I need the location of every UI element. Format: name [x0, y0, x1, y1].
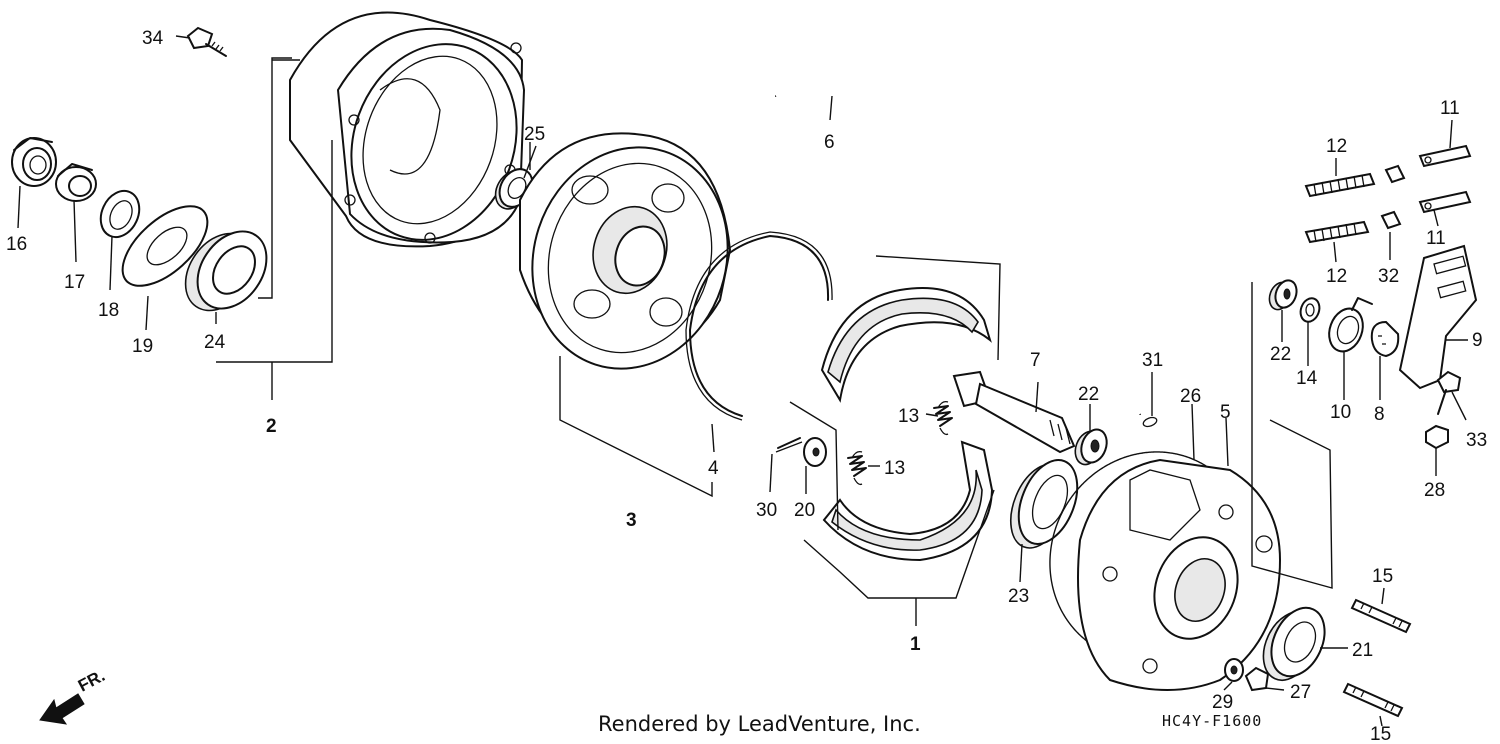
callout-12-upper[interactable]: 12 — [1326, 136, 1347, 157]
part-12-spring-lower[interactable] — [1304, 220, 1370, 244]
callout-34[interactable]: 34 — [142, 28, 164, 49]
callout-33[interactable]: 33 — [1466, 430, 1487, 451]
callout-9[interactable]: 9 — [1472, 330, 1483, 351]
part-34-bolt[interactable] — [186, 26, 227, 57]
part-14-ring[interactable] — [1297, 296, 1322, 325]
callout-15-upper[interactable]: 15 — [1372, 566, 1393, 587]
callout-12-lower[interactable]: 12 — [1326, 266, 1347, 287]
part-18-washer[interactable] — [94, 185, 147, 244]
part-3-hub[interactable] — [504, 122, 756, 394]
part-15-stud-lower[interactable] — [1342, 682, 1404, 718]
callout-26[interactable]: 26 — [1180, 386, 1201, 407]
part-13-spring-lower[interactable] — [847, 450, 867, 486]
part-8-wear-indicator[interactable] — [1370, 320, 1400, 358]
callout-32[interactable]: 32 — [1378, 266, 1399, 287]
callouts: 1 2 3 4 5 6 7 8 9 10 11 11 12 12 13 13 1… — [6, 28, 1487, 744]
leader-lines — [17, 35, 1468, 727]
callout-10[interactable]: 10 — [1330, 402, 1351, 423]
part-19-flat-washer[interactable] — [109, 192, 221, 300]
callout-16[interactable]: 16 — [6, 234, 27, 255]
part-11-pin-upper[interactable] — [1418, 144, 1472, 168]
part-30-pin[interactable] — [775, 437, 803, 453]
callout-6[interactable]: 6 — [824, 132, 835, 153]
callout-11-lower[interactable]: 11 — [1426, 228, 1446, 249]
callout-5[interactable]: 5 — [1220, 402, 1231, 423]
part-31-clip[interactable] — [1142, 416, 1158, 428]
part-33-bolt[interactable] — [1436, 370, 1462, 415]
callout-27[interactable]: 27 — [1290, 682, 1311, 703]
part-27-bolt[interactable] — [1244, 666, 1270, 692]
callout-14[interactable]: 14 — [1296, 368, 1318, 389]
drawing-code: HC4Y-F1600 — [1162, 712, 1263, 730]
part-16-nut[interactable] — [11, 137, 57, 187]
front-direction-label: FR. — [75, 666, 108, 696]
part-2-brake-drum[interactable] — [289, 11, 543, 264]
callout-28[interactable]: 28 — [1424, 480, 1445, 501]
callout-31[interactable]: 31 — [1142, 350, 1163, 371]
credit-text: Rendered by LeadVenture, Inc. — [598, 712, 921, 736]
part-11-pin-lower[interactable] — [1418, 190, 1472, 214]
callout-25[interactable]: 25 — [524, 124, 545, 145]
part-17-collar-nut[interactable] — [55, 163, 97, 202]
part-20-washer[interactable] — [803, 437, 827, 467]
part-5-brake-panel[interactable] — [1077, 458, 1282, 691]
callout-13-upper[interactable]: 13 — [898, 406, 919, 427]
part-15-stud-upper[interactable] — [1350, 598, 1412, 634]
part-bushing-upper[interactable] — [1384, 164, 1406, 184]
callout-20[interactable]: 20 — [794, 500, 815, 521]
part-28-nut[interactable] — [1425, 424, 1449, 450]
callout-22-mid[interactable]: 22 — [1078, 384, 1099, 405]
callout-2[interactable]: 2 — [266, 416, 277, 437]
part-23-oil-seal[interactable] — [999, 451, 1088, 556]
part-32-bushing[interactable] — [1380, 210, 1402, 230]
part-9-brake-arm[interactable] — [1398, 244, 1478, 390]
part-22-seal-shaft[interactable] — [1071, 426, 1111, 468]
part-21-seal[interactable] — [1253, 599, 1335, 689]
callout-30[interactable]: 30 — [756, 500, 777, 521]
part-1-brake-shoe-lower[interactable] — [822, 440, 994, 562]
callout-11-upper[interactable]: 11 — [1440, 98, 1460, 119]
callout-19[interactable]: 19 — [132, 336, 153, 357]
callout-8[interactable]: 8 — [1374, 404, 1385, 425]
callout-21[interactable]: 21 — [1352, 640, 1373, 661]
part-4-wire-ring[interactable] — [685, 231, 833, 421]
part-22-seal-right[interactable] — [1266, 277, 1300, 312]
callout-18[interactable]: 18 — [98, 300, 119, 321]
callout-23[interactable]: 23 — [1008, 586, 1029, 607]
callout-3[interactable]: 3 — [626, 510, 637, 531]
part-6-hose[interactable] — [775, 62, 1142, 415]
callout-15-lower[interactable]: 15 — [1370, 724, 1391, 744]
part-1-brake-shoe-upper[interactable] — [820, 287, 992, 403]
part-29-washer[interactable] — [1224, 658, 1244, 682]
callout-22-right[interactable]: 22 — [1270, 344, 1291, 365]
front-direction-arrow: FR. — [39, 666, 108, 725]
callout-1[interactable]: 1 — [910, 634, 921, 655]
part-13-spring-upper[interactable] — [933, 400, 953, 436]
callout-13-lower[interactable]: 13 — [884, 458, 905, 479]
part-10-return-spring[interactable] — [1323, 297, 1373, 356]
callout-29[interactable]: 29 — [1212, 692, 1233, 713]
part-12-spring-upper[interactable] — [1304, 172, 1376, 198]
callout-24[interactable]: 24 — [204, 332, 226, 353]
part-7-cam-shaft[interactable] — [952, 370, 1076, 454]
part-24-bearing[interactable] — [171, 218, 280, 323]
callout-7[interactable]: 7 — [1030, 350, 1041, 371]
callout-4[interactable]: 4 — [708, 458, 719, 479]
callout-17[interactable]: 17 — [64, 272, 85, 293]
